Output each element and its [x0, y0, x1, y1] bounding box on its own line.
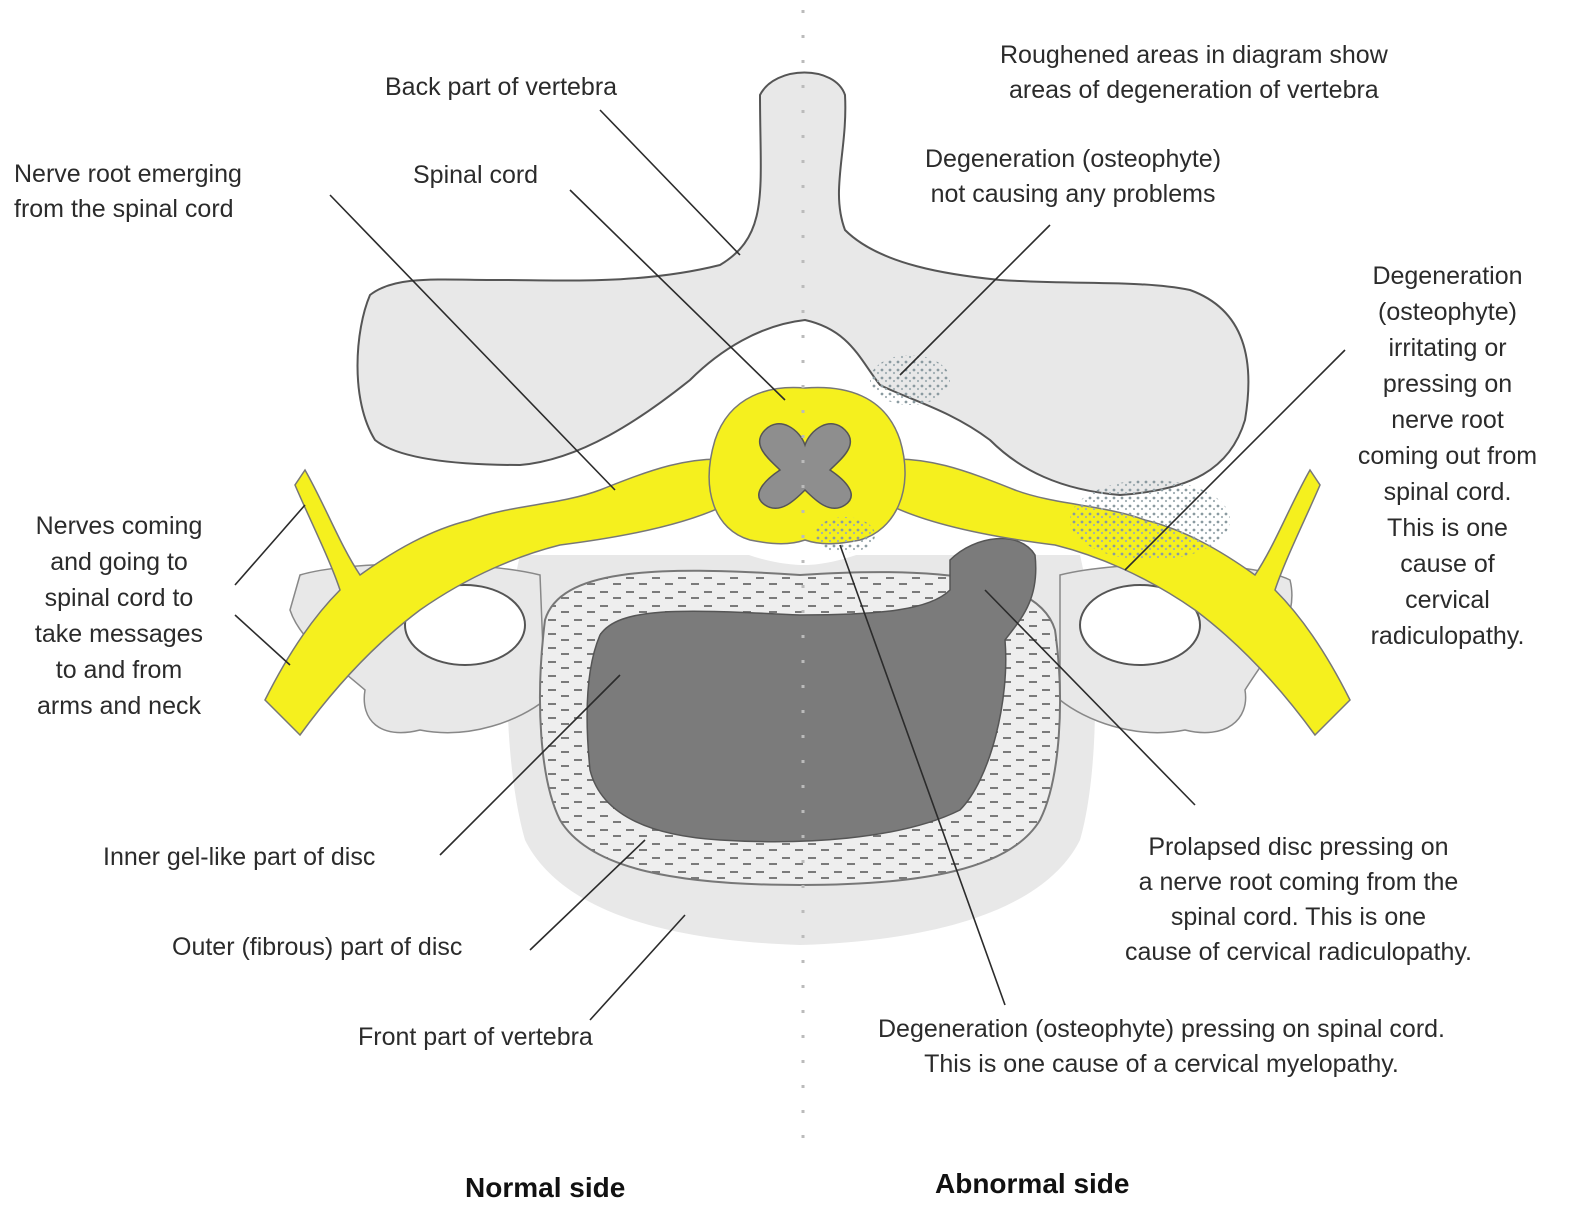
nerves-coming-line: to and from: [14, 652, 224, 688]
degen-irritating-line: nerve root: [1335, 402, 1560, 438]
label-prolapsed: Prolapsed disc pressing on a nerve root …: [1125, 830, 1472, 970]
prolapsed-line: cause of cervical radiculopathy.: [1125, 935, 1472, 970]
degen-irritating-line: coming out from: [1335, 438, 1560, 474]
nerves-coming-line: Nerves coming: [14, 508, 224, 544]
degen-irritating-line: pressing on: [1335, 366, 1560, 402]
degen-myelopathy-line-2: This is one cause of a cervical myelopat…: [878, 1047, 1445, 1082]
degen-no-problem-line-2: not causing any problems: [925, 177, 1221, 212]
label-front-part: Front part of vertebra: [358, 1020, 593, 1055]
abnormal-side-heading: Abnormal side: [935, 1168, 1129, 1200]
degen-irritating-line: spinal cord.: [1335, 474, 1560, 510]
nerves-coming-line: arms and neck: [14, 688, 224, 724]
nerves-coming-line: spinal cord to: [14, 580, 224, 616]
degen-irritating-line: (osteophyte): [1335, 294, 1560, 330]
roughened-line-1: Roughened areas in diagram show: [1000, 38, 1388, 73]
degen-irritating-line: cause of: [1335, 546, 1560, 582]
degen-myelopathy-line-1: Degeneration (osteophyte) pressing on sp…: [878, 1012, 1445, 1047]
degen-irritating-line: radiculopathy.: [1335, 618, 1560, 654]
label-nerve-root: Nerve root emerging from the spinal cord: [14, 157, 242, 227]
label-inner-gel: Inner gel-like part of disc: [103, 840, 375, 875]
prolapsed-line: Prolapsed disc pressing on: [1125, 830, 1472, 865]
osteophyte-arch: [870, 355, 950, 405]
label-nerves-coming: Nerves coming and going to spinal cord t…: [14, 508, 224, 724]
label-outer-fibrous: Outer (fibrous) part of disc: [172, 930, 462, 965]
label-back-part: Back part of vertebra: [385, 70, 617, 105]
label-roughened-note: Roughened areas in diagram show areas of…: [1000, 38, 1388, 108]
roughened-line-2: areas of degeneration of vertebra: [1000, 73, 1388, 108]
normal-side-heading: Normal side: [465, 1172, 625, 1204]
nerve-root-line-2: from the spinal cord: [14, 192, 242, 227]
degen-irritating-line: cervical: [1335, 582, 1560, 618]
label-degen-no-problem: Degeneration (osteophyte) not causing an…: [925, 142, 1221, 212]
nerves-coming-line: and going to: [14, 544, 224, 580]
label-spinal-cord: Spinal cord: [413, 158, 538, 193]
degen-irritating-line: Degeneration: [1335, 258, 1560, 294]
prolapsed-line: a nerve root coming from the: [1125, 865, 1472, 900]
degen-irritating-line: This is one: [1335, 510, 1560, 546]
nerves-coming-line: take messages: [14, 616, 224, 652]
osteophyte-cord: [815, 517, 875, 553]
label-degen-myelopathy: Degeneration (osteophyte) pressing on sp…: [878, 1012, 1445, 1082]
osteophyte-foramen: [1070, 480, 1230, 560]
label-degen-irritating: Degeneration (osteophyte) irritating or …: [1335, 258, 1560, 654]
prolapsed-line: spinal cord. This is one: [1125, 900, 1472, 935]
degen-no-problem-line-1: Degeneration (osteophyte): [925, 142, 1221, 177]
nerve-root-line-1: Nerve root emerging: [14, 157, 242, 192]
degen-irritating-line: irritating or: [1335, 330, 1560, 366]
